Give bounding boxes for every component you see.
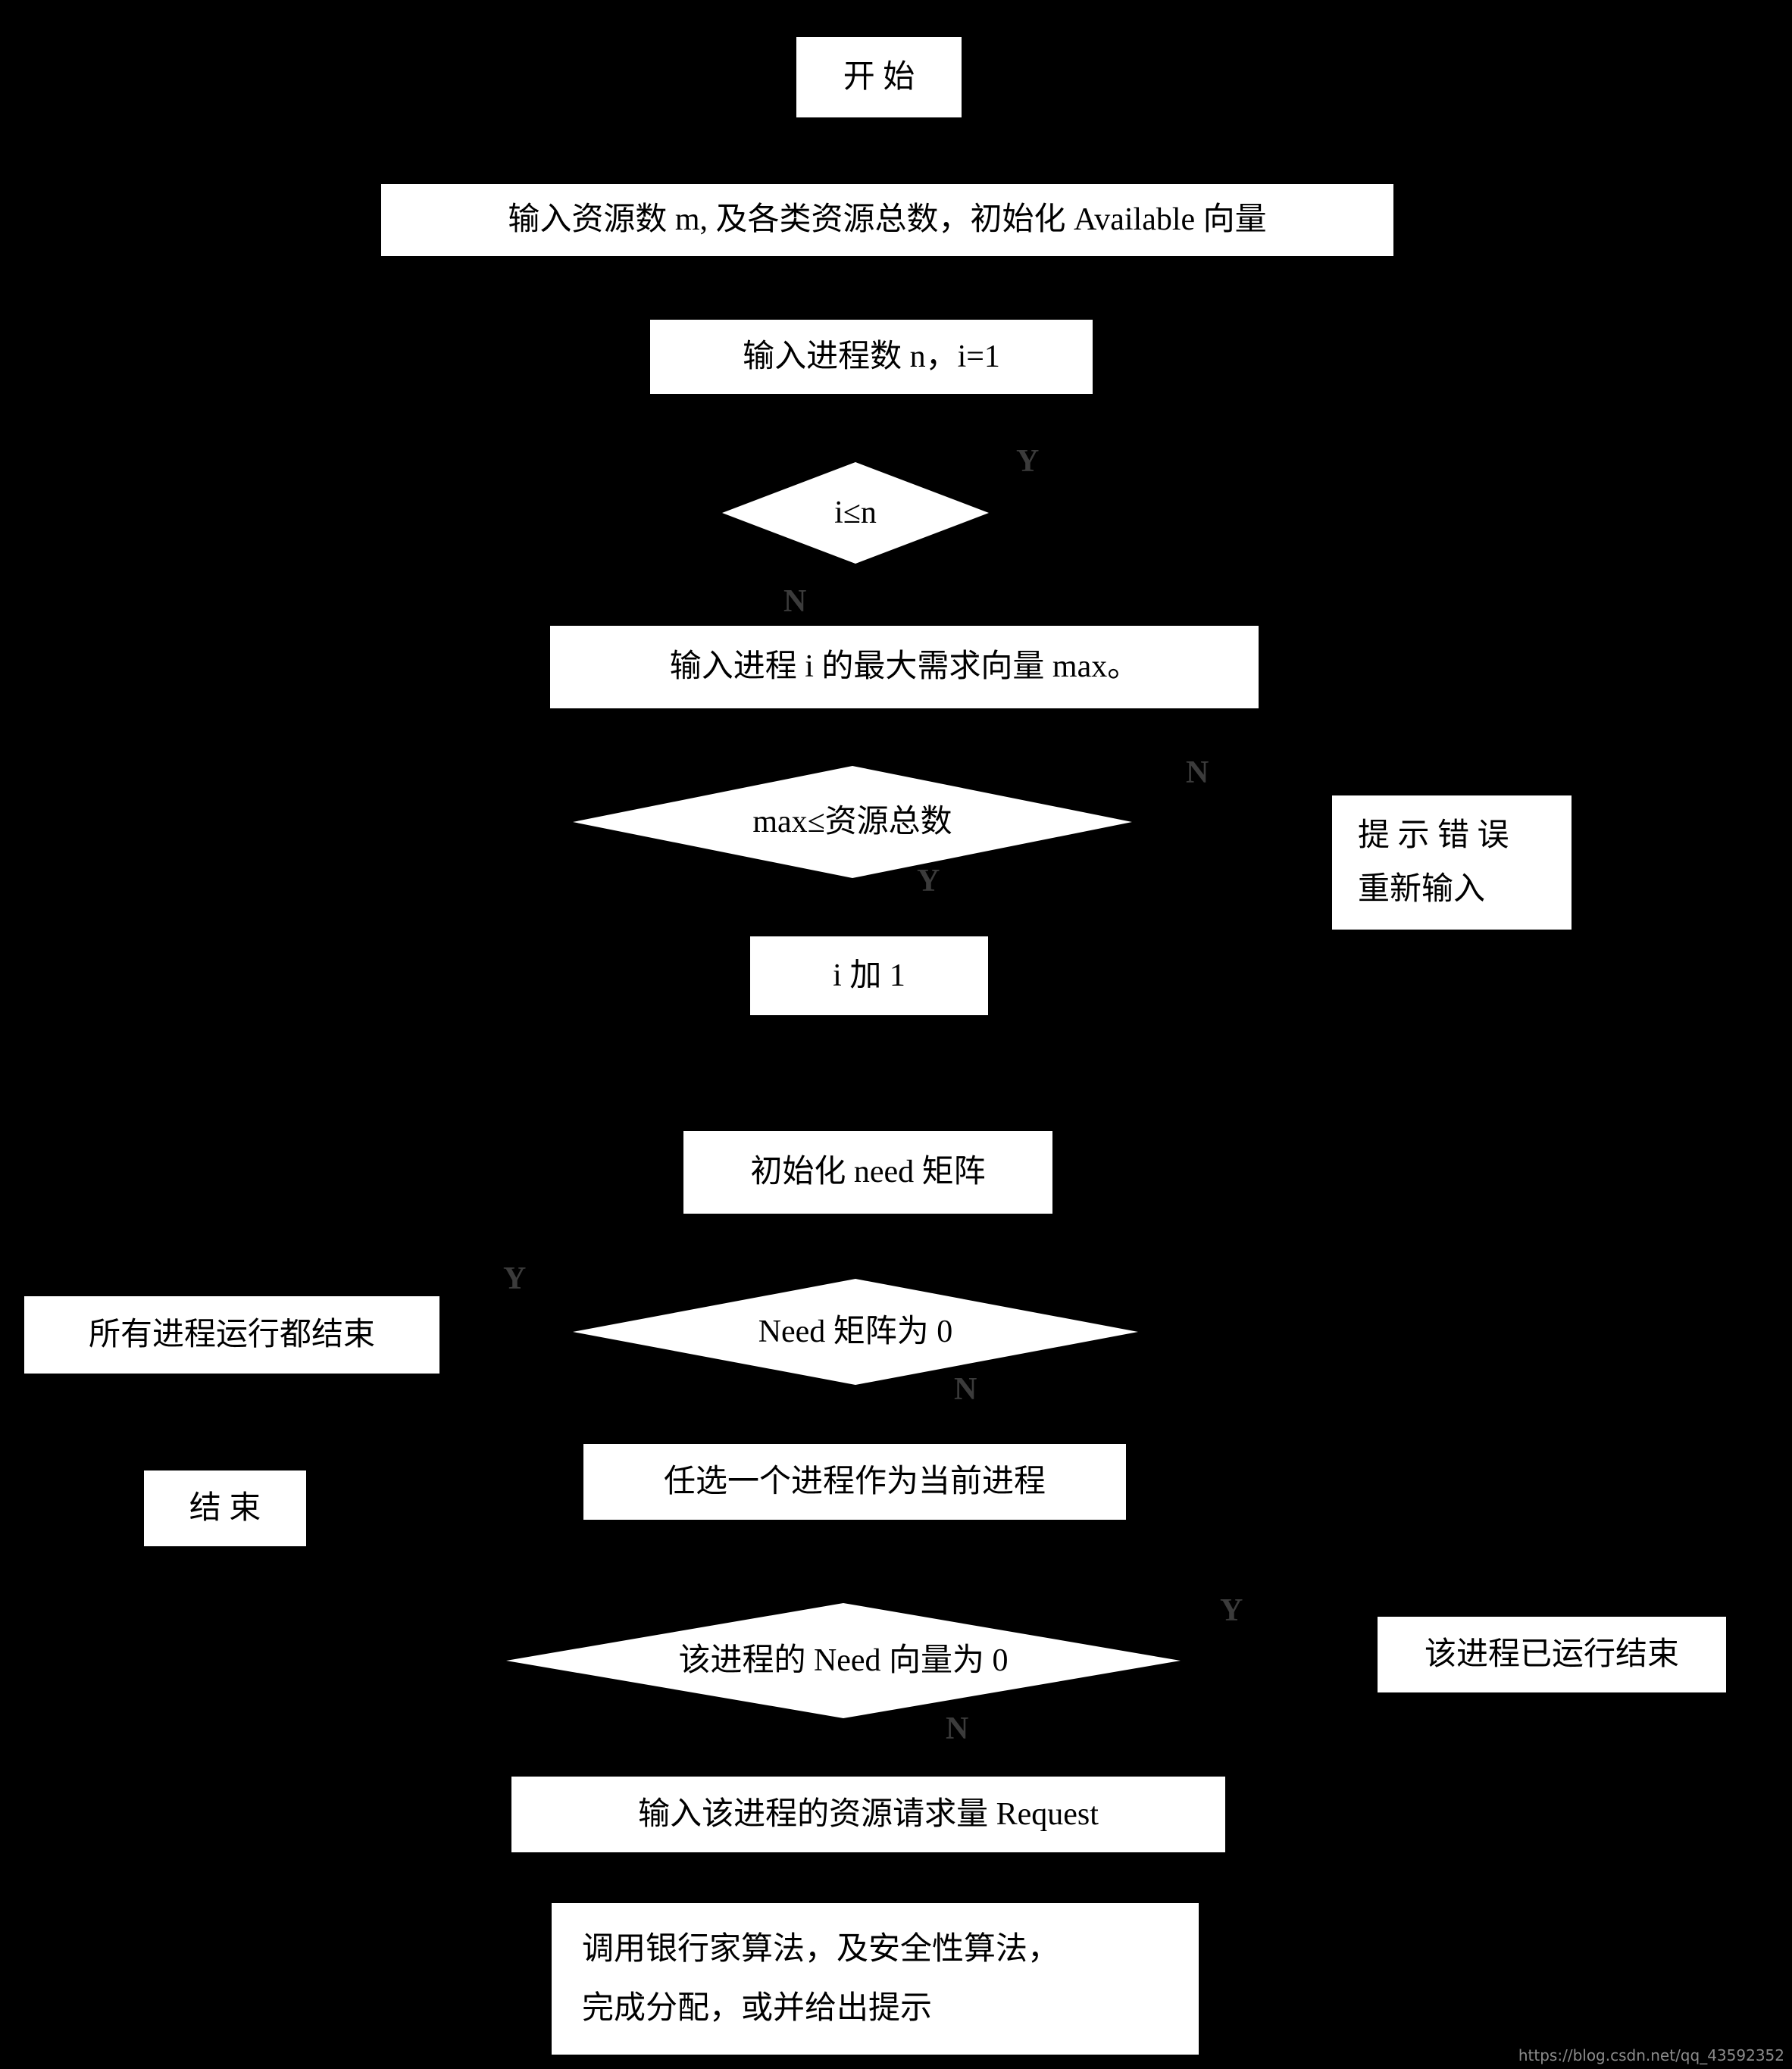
- flow-node-input-processes-label: 输入进程数 n，i=1: [743, 339, 1000, 374]
- flow-node-increment-i-label: i 加 1: [833, 958, 905, 993]
- flow-node-input-request: 输入该进程的资源请求量 Request: [511, 1777, 1225, 1852]
- flow-node-process-finished-label: 该进程已运行结束: [1424, 1636, 1679, 1672]
- flow-node-input-resources: 输入资源数 m, 及各类资源总数，初始化 Available 向量: [381, 184, 1393, 256]
- flow-node-input-max-label: 输入进程 i 的最大需求向量 max。: [669, 649, 1140, 685]
- flow-node-init-need: 初始化 need 矩阵: [683, 1131, 1052, 1214]
- flow-node-select-process: 任选一个进程作为当前进程: [583, 1444, 1126, 1520]
- flow-decision-max-le-total-label: max≤资源总数: [752, 804, 952, 839]
- flow-node-banker-algorithm-line2: 完成分配，或并给出提示: [582, 1991, 933, 2026]
- watermark-url: https://blog.csdn.net/qq_43592352: [1518, 2046, 1784, 2064]
- flow-decision-process-need-zero-label: 该进程的 Need 向量为 0: [678, 1642, 1009, 1678]
- flow-node-select-process-label: 任选一个进程作为当前进程: [663, 1464, 1046, 1499]
- flow-node-input-request-label: 输入该进程的资源请求量 Request: [638, 1796, 1099, 1832]
- flow-node-input-processes: 输入进程数 n，i=1: [650, 320, 1093, 394]
- flow-node-process-finished: 该进程已运行结束: [1378, 1617, 1726, 1692]
- flow-node-error-prompt: 提 示 错 误 重新输入: [1332, 795, 1572, 930]
- branch-label-process-need-zero-yes: Y: [1220, 1593, 1243, 1628]
- flow-node-end: 结 束: [144, 1470, 306, 1546]
- flow-decision-max-le-total: max≤资源总数: [573, 766, 1132, 878]
- branch-label-i-le-n-no: N: [783, 584, 807, 619]
- flow-node-all-processes-finished-label: 所有进程运行都结束: [88, 1317, 375, 1352]
- flow-node-input-max: 输入进程 i 的最大需求向量 max。: [550, 626, 1259, 708]
- branch-label-process-need-zero-no: N: [946, 1711, 969, 1746]
- flow-node-end-label: 结 束: [189, 1490, 261, 1526]
- branch-label-max-le-total-no: N: [1186, 755, 1209, 790]
- flow-decision-i-le-n-label: i≤n: [834, 495, 877, 530]
- flow-decision-need-zero: Need 矩阵为 0: [573, 1279, 1138, 1385]
- flow-node-error-prompt-line2: 重新输入: [1358, 871, 1486, 907]
- flow-node-start: 开 始: [796, 37, 962, 117]
- flow-decision-i-le-n: i≤n: [722, 462, 989, 564]
- flow-node-all-processes-finished: 所有进程运行都结束: [24, 1296, 439, 1374]
- flow-node-init-need-label: 初始化 need 矩阵: [750, 1155, 986, 1190]
- flow-node-increment-i: i 加 1: [750, 936, 988, 1015]
- flow-node-banker-algorithm-line1: 调用银行家算法，及安全性算法，: [582, 1931, 1060, 1967]
- flow-node-start-label: 开 始: [843, 59, 915, 95]
- flow-decision-need-zero-label: Need 矩阵为 0: [758, 1314, 953, 1349]
- branch-label-max-le-total-yes: Y: [917, 864, 940, 899]
- flow-node-input-resources-label: 输入资源数 m, 及各类资源总数，初始化 Available 向量: [508, 202, 1267, 238]
- branch-label-need-zero-yes: Y: [503, 1261, 527, 1296]
- flow-decision-process-need-zero: 该进程的 Need 向量为 0: [506, 1603, 1181, 1718]
- branch-label-i-le-n-yes: Y: [1016, 444, 1040, 479]
- flow-node-banker-algorithm: 调用银行家算法，及安全性算法， 完成分配，或并给出提示: [552, 1903, 1199, 2055]
- flow-node-error-prompt-line1: 提 示 错 误: [1358, 818, 1509, 853]
- branch-label-need-zero-no: N: [954, 1372, 977, 1407]
